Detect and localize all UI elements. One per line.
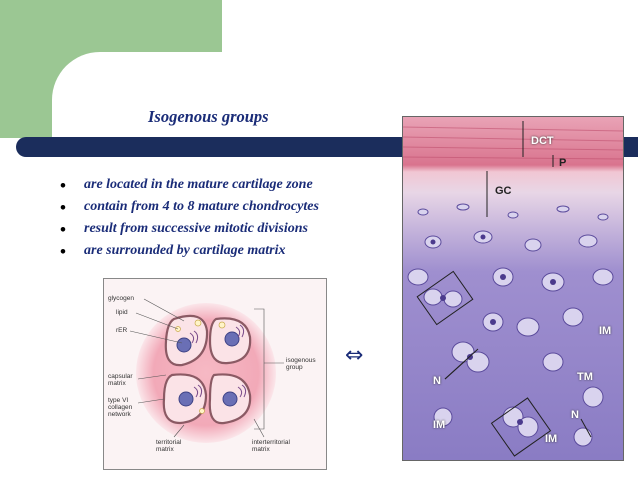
label-glycogen: glycogen <box>108 295 135 302</box>
equivalence-arrow-icon: ⇔ <box>345 343 364 368</box>
bullet-text: result from successive mitotic divisions <box>84 221 308 236</box>
rer-lines <box>189 324 247 398</box>
bullet-list: • are located in the mature cartilage zon… <box>60 176 319 265</box>
label-rer: rER <box>116 327 128 334</box>
cartilage-micrograph: DCT P GC IM TM N IM IM N <box>402 116 624 461</box>
label-territorial-matrix: territorial matrix <box>156 439 182 453</box>
bullet-text: contain from 4 to 8 mature chondrocytes <box>84 199 319 214</box>
label-isogenous-group: isogenous group <box>286 357 316 371</box>
label-lipid: lipid <box>116 309 128 316</box>
bullet-icon: • <box>60 220 66 239</box>
slide-title: Isogenous groups <box>148 107 269 126</box>
diagram-illustration <box>129 298 284 443</box>
dct-fibers <box>403 126 623 160</box>
label-dct: DCT <box>531 135 554 147</box>
bullet-item: • contain from 4 to 8 mature chondrocytes <box>60 198 319 221</box>
label-capsular-matrix: capsular matrix <box>108 373 133 387</box>
label-im-bottom-left: IM <box>433 419 446 431</box>
nuclei <box>176 331 240 407</box>
lipid-droplets <box>175 319 226 414</box>
bullet-item: • are surrounded by cartilage matrix <box>60 242 319 265</box>
cell-nuclei <box>430 234 556 425</box>
label-n-bottom: N <box>571 409 579 421</box>
bullet-icon: • <box>60 198 66 217</box>
micrograph-illustration <box>403 117 623 460</box>
bullet-icon: • <box>60 176 66 195</box>
bullet-text: are surrounded by cartilage matrix <box>84 243 286 258</box>
isogenous-group-diagram: glycogen lipid rER capsular matrix type … <box>103 278 327 470</box>
label-gc: GC <box>495 185 512 197</box>
label-collagen-network: type VI collagen network <box>108 397 133 418</box>
label-n-left: N <box>433 375 441 387</box>
annotation-lines <box>416 121 592 457</box>
leader-lines <box>129 298 284 438</box>
chondrocyte-lacunae <box>407 203 614 447</box>
bullet-text: are located in the mature cartilage zone <box>84 177 313 192</box>
label-tm: TM <box>577 371 593 383</box>
bullet-item: • result from successive mitotic division… <box>60 220 319 243</box>
label-interterritorial-matrix: interterritorial matrix <box>252 439 290 453</box>
label-im-bottom-mid: IM <box>545 433 558 445</box>
label-p: P <box>559 157 567 169</box>
bullet-item: • are located in the mature cartilage zon… <box>60 176 319 199</box>
label-im-right: IM <box>599 325 612 337</box>
bullet-icon: • <box>60 242 66 261</box>
